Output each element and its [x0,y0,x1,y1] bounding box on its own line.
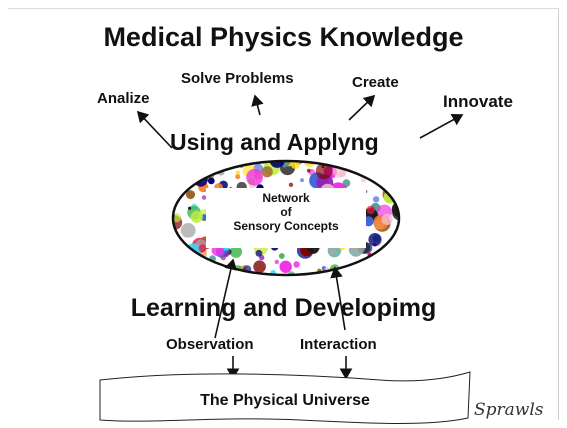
label-solve-problems: Solve Problems [181,70,294,87]
sensory-dot [175,245,186,255]
sensory-dot [204,161,221,172]
sensory-dot [188,206,192,210]
sensory-dot [274,259,279,265]
sensory-dot [202,161,219,173]
sensory-dot [350,274,356,275]
sensory-dot [371,176,375,180]
label-analize: Analize [97,90,150,107]
sensory-dot [396,187,399,192]
network-line-2: of [280,205,292,219]
sensory-dot [389,161,399,164]
arrow-solve [251,94,264,116]
sensory-dot [381,213,393,225]
sensory-dot [372,196,380,203]
sensory-dot [235,170,241,176]
sensory-dot [198,244,207,253]
sensory-dot [388,165,399,176]
sensory-dot [386,245,399,262]
sensory-dot [191,161,197,163]
sensory-dot [224,252,230,257]
label-innovate: Innovate [443,92,513,111]
sensory-dot [173,161,188,171]
sensory-dot [246,168,263,186]
sensory-dot [229,245,243,258]
arrow-create [348,94,376,121]
sensory-dot [293,261,300,268]
label-observation: Observation [166,336,254,353]
sensory-dot [300,178,304,183]
sensory-dot [269,161,285,168]
sensory-dot [201,195,207,200]
sensory-dot [183,182,190,188]
sensory-dot [261,166,273,178]
sensory-dot [186,161,196,169]
sensory-dot [366,205,375,215]
sensory-dot [201,163,214,175]
sensory-dot [315,162,333,180]
universe-banner [99,371,471,424]
sensory-dot [207,177,215,185]
network-label-box: Network of Sensory Concepts [206,188,366,248]
arrow-observation [214,258,238,339]
network-line-3: Sensory Concepts [233,219,339,233]
sensory-dot [278,253,285,259]
sensory-dot [368,233,382,247]
sensory-dot [173,176,186,193]
sensory-dot [288,182,294,187]
sensory-dot [306,168,311,173]
arrow-analize [136,110,173,149]
label-create: Create [352,74,399,91]
sensory-dot [235,174,241,180]
network-ellipse [171,159,401,277]
label-physical-universe: The Physical Universe [200,392,370,409]
label-learning-and-developing: Learning and Developimg [130,294,437,322]
sensory-dot [279,260,292,273]
sensory-dot [384,172,392,180]
sensory-dot [186,190,195,200]
sensory-dot [375,165,389,179]
sensory-dot [201,272,206,275]
sensory-dot [391,239,399,256]
arrow-interaction [330,266,346,331]
sensory-dot [320,157,323,160]
sensory-dot [190,172,194,176]
sensory-dot [173,169,178,178]
sensory-dot [255,249,263,257]
sensory-dot [190,210,203,223]
sensory-dot [397,234,399,240]
sensory-dot [186,163,192,169]
sensory-dot [378,252,383,257]
sensory-dot [186,170,195,180]
sensory-dot [344,268,356,275]
signature: Sprawls [474,400,544,420]
sensory-dot [330,161,338,163]
arrow-innovate [419,113,464,139]
sensory-dot [395,156,399,160]
network-line-1: Network [262,191,310,205]
label-using-and-applying: Using and Applyng [170,129,379,155]
sensory-dot [380,175,387,181]
sensory-dot [400,158,403,161]
sensory-dot [180,223,196,238]
sensory-dot [253,260,266,274]
frame-border [8,8,559,420]
sensory-dot [385,249,394,259]
sensory-dot [329,249,336,255]
sensory-dot [387,261,399,275]
sensory-dot [378,161,394,170]
sensory-dot [384,164,393,173]
sensory-dot [173,192,175,200]
diagram-title: Medical Physics Knowledge [103,22,464,52]
sensory-dot [181,161,198,173]
label-interaction: Interaction [300,336,377,353]
